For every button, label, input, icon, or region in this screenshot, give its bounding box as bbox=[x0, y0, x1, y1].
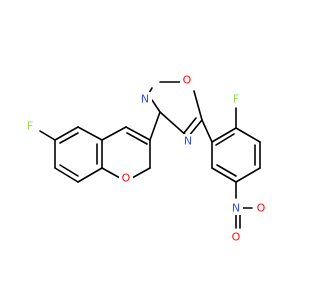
atom-label: N bbox=[232, 202, 240, 215]
bond bbox=[131, 167, 151, 179]
bond bbox=[211, 167, 237, 183]
bond bbox=[211, 127, 237, 143]
atom-label: F bbox=[27, 120, 33, 133]
bond bbox=[101, 167, 121, 179]
bond bbox=[125, 126, 151, 141]
bond bbox=[215, 133, 235, 146]
atom-label: N bbox=[141, 93, 149, 106]
bond bbox=[54, 167, 79, 183]
bond bbox=[77, 167, 103, 183]
bond bbox=[149, 111, 161, 141]
atom-label: O bbox=[183, 74, 192, 87]
bond bbox=[216, 164, 237, 177]
atom-label: O bbox=[122, 172, 131, 185]
atom-label: F bbox=[233, 93, 239, 106]
bond bbox=[193, 90, 203, 121]
molecule-structure: F O N O N F N O O bbox=[23, 73, 268, 244]
atom-label: N bbox=[184, 135, 192, 148]
atom-label: O bbox=[257, 202, 266, 215]
bond bbox=[151, 99, 161, 113]
bond bbox=[54, 126, 79, 141]
bonds bbox=[39, 81, 261, 229]
bond bbox=[77, 126, 103, 141]
bond bbox=[101, 126, 127, 141]
bond bbox=[39, 130, 56, 141]
bond bbox=[126, 132, 148, 145]
atom-labels: F O N O N F N O O bbox=[23, 73, 268, 244]
bond bbox=[183, 117, 197, 134]
bond bbox=[201, 119, 213, 143]
bond bbox=[59, 132, 79, 144]
bond bbox=[235, 127, 261, 143]
bond bbox=[59, 164, 79, 177]
bond bbox=[235, 167, 261, 183]
atom-label: O bbox=[232, 231, 241, 244]
